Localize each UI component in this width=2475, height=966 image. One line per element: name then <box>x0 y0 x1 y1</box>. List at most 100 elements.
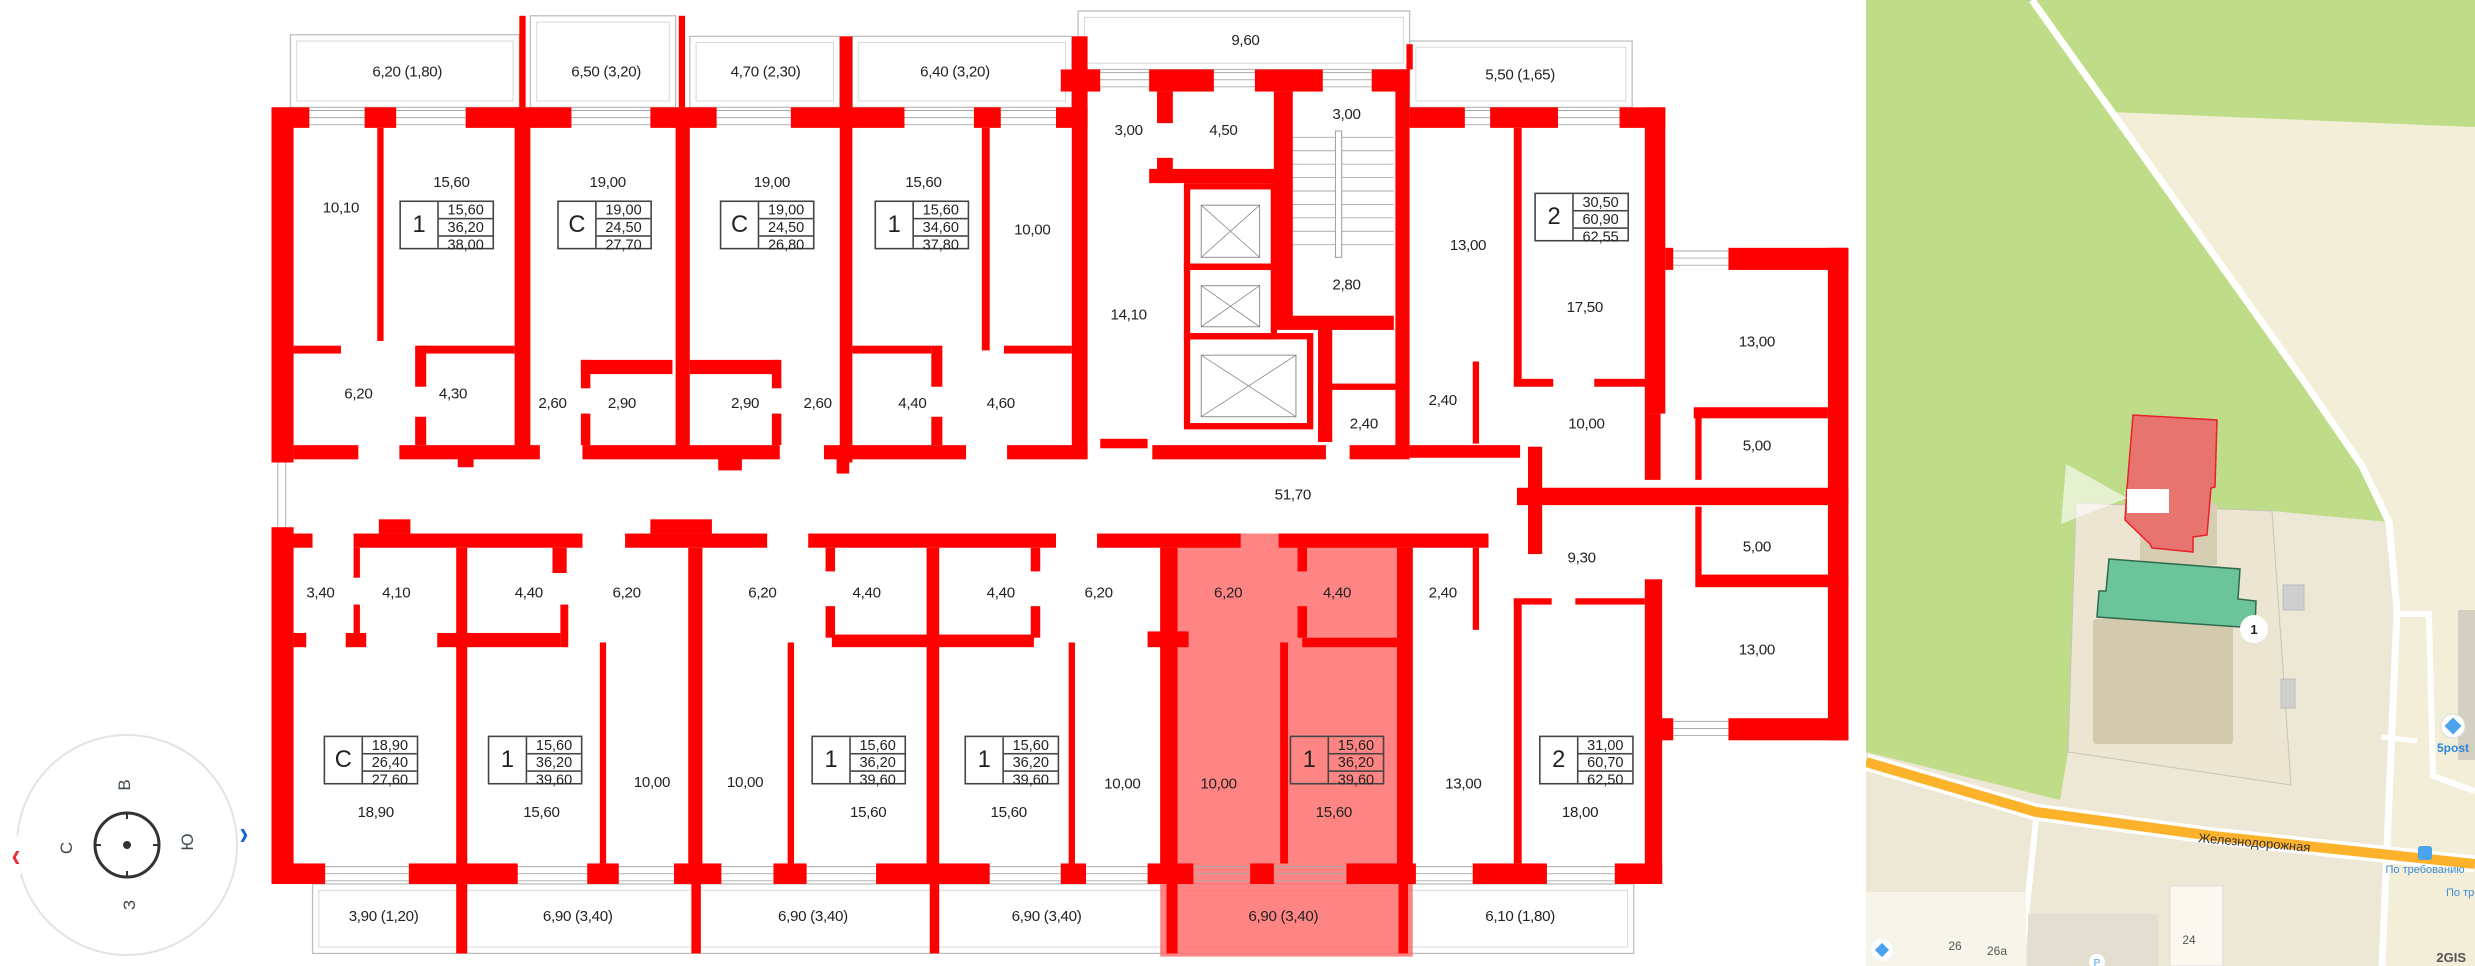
room-area-label: 2,40 <box>1428 392 1458 410</box>
wall <box>271 107 294 463</box>
wall <box>1278 533 1489 548</box>
elevator-icon <box>1201 285 1260 328</box>
balcony-area-label: 4,70 (2,30) <box>730 63 801 82</box>
wall <box>408 863 518 884</box>
wall <box>929 883 940 954</box>
room-area-label: 4,60 <box>986 395 1016 413</box>
compass-east-label: В <box>115 779 134 791</box>
wall <box>1160 547 1178 884</box>
building-badge-number: 1 <box>2250 622 2257 637</box>
wall <box>353 547 360 578</box>
wall <box>1490 107 1558 128</box>
wall <box>1728 718 1849 741</box>
total-area-with-balcony: 38,00 <box>447 236 484 253</box>
bus-stop-icon[interactable] <box>2418 846 2432 860</box>
apartment-type: С <box>721 202 760 248</box>
wall <box>1349 445 1410 460</box>
apartment-type: С <box>325 737 364 783</box>
room-area-label: 4,40 <box>514 584 544 603</box>
balcony-area-label: 3,90 (1,20) <box>348 908 419 926</box>
current-building[interactable] <box>2096 558 2257 629</box>
wall <box>1513 127 1522 384</box>
wall <box>271 527 294 884</box>
wall <box>1644 107 1666 414</box>
compass[interactable]: В С Ю З ‹ › <box>11 734 249 956</box>
wall <box>825 606 836 638</box>
floor-plan-drawing <box>271 10 1849 957</box>
selected-building[interactable] <box>2124 414 2218 553</box>
map-road <box>2380 734 2418 744</box>
balcony-area-label: 6,50 (3,20) <box>571 63 642 82</box>
apartment-type: 2 <box>1536 194 1574 240</box>
location-map[interactable]: Железнодорожная 1 5post По требованию По… <box>1866 0 2475 966</box>
apartment-type: 1 <box>876 202 914 248</box>
room-area-label: 4,40 <box>986 584 1016 603</box>
bus-stop-label-2[interactable]: По тр <box>2446 887 2474 899</box>
total-area-with-balcony: 39,60 <box>1337 771 1375 788</box>
wall <box>931 345 943 387</box>
diamond-icon <box>2444 717 2462 735</box>
total-area: 36,20 <box>527 755 581 772</box>
room-area-label: 13,00 <box>1738 333 1776 352</box>
room-area-label: 5,00 <box>1742 539 1772 557</box>
balcony-outline <box>1415 46 1627 102</box>
apartment-type: 2 <box>1541 737 1579 783</box>
wall <box>1157 91 1173 124</box>
wall <box>293 445 359 460</box>
total-area: 34,60 <box>913 219 968 237</box>
wall <box>1030 547 1041 572</box>
room-area-label: 10,00 <box>1104 775 1141 794</box>
wall <box>599 642 607 864</box>
rotate-left-button[interactable]: ‹ <box>11 835 21 875</box>
wall <box>587 863 619 884</box>
room-area-label: 14,10 <box>1110 307 1147 325</box>
bus-stop-label[interactable]: По требованию <box>2386 864 2465 876</box>
wall <box>1644 579 1663 884</box>
map-building <box>2093 619 2233 744</box>
wall <box>1273 315 1394 330</box>
wall <box>1728 247 1849 270</box>
room-area-label: 10,00 <box>1568 415 1605 434</box>
balcony-area-label: 5,50 (1,65) <box>1485 67 1555 85</box>
room-area-label: 10,00 <box>1200 775 1237 794</box>
map-road <box>2029 0 2401 966</box>
total-area-with-balcony: 39,60 <box>1012 771 1049 788</box>
total-area: 36,20 <box>1329 755 1383 772</box>
wall <box>1149 168 1292 184</box>
map-building <box>1866 892 2026 966</box>
poi-label[interactable]: 5post <box>2437 741 2469 755</box>
room-area-label: 13,00 <box>1445 775 1482 794</box>
room-area-label: 2,80 <box>1332 277 1361 295</box>
wall <box>1472 547 1480 630</box>
wall <box>674 863 722 884</box>
wall <box>1594 378 1647 387</box>
total-area-with-balcony: 62,55 <box>1582 228 1619 245</box>
room-area-label: 10,00 <box>1014 221 1051 240</box>
living-area: 19,00 <box>596 202 651 220</box>
balcony-area-label: 6,90 (3,40) <box>1011 908 1082 926</box>
rotate-right-button[interactable]: › <box>239 813 249 853</box>
room-area-label: 2,40 <box>1349 415 1379 434</box>
wall <box>1074 39 1083 70</box>
diamond-icon <box>1874 942 1890 958</box>
room-area-label: 4,40 <box>1322 584 1352 603</box>
room-area-label: 6,20 <box>344 385 373 404</box>
wall <box>625 533 768 548</box>
building-badge[interactable] <box>2240 615 2268 643</box>
wall <box>399 445 540 460</box>
balcony-outline <box>318 889 1628 948</box>
room-area-label: 6,20 <box>612 584 642 603</box>
